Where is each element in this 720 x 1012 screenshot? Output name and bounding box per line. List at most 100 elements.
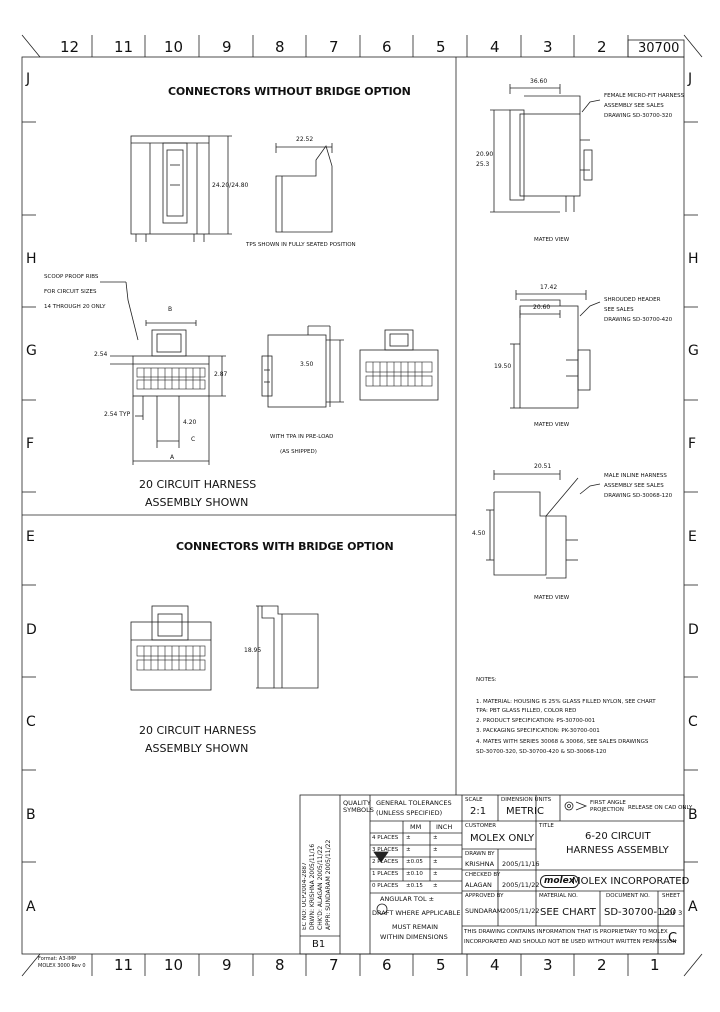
revision-history: EC NO: UCP2004-2887 DRWN: KRISHNA 2005/1… [302,800,336,932]
tol-row-0-label: 0 PLACES [372,883,399,889]
harness-caption-2a: 20 CIRCUIT HARNESS [139,724,257,737]
mated-view-label-3: MATED VIEW [534,595,570,601]
dim-20-51: 20.51 [534,463,552,470]
callout-1c: DRAWING SD-30700-320 [604,113,673,119]
material-no-value: SEE CHART [540,907,596,918]
zone-7-top: 7 [329,38,339,56]
row-E-right: E [688,529,697,545]
company-name: MOLEX INCORPORATED [572,876,690,887]
projection-symbol [564,801,588,811]
checked-date: 2005/11/22 [502,881,540,889]
row-G-right: G [688,343,699,359]
proprietary-2: INCORPORATED AND SHOULD NOT BE USED WITH… [464,939,677,945]
zone-4-bottom: 4 [490,956,500,974]
tol-mm: MM [410,823,422,831]
dim-36-60: 36.60 [530,78,548,85]
callout-2a: SHROUDED HEADER [604,297,661,303]
drawn-by-value: KRISHNA [465,860,495,868]
dim-4-20: 4.20 [183,419,197,426]
tol-row-1-inch: ± [433,871,438,877]
callout-2c: DRAWING SD-30700-420 [604,317,673,323]
dim-a: A [170,454,175,461]
document-no-value: SD-30700-120 [604,907,677,918]
dim-c: C [191,436,196,443]
sheet-value: 1 OF 3 [661,909,683,917]
dim-b: B [168,306,173,313]
rev-value: C [668,931,678,946]
row-E-left: E [26,529,35,545]
row-B-left: B [26,807,36,823]
corner-note-2: MOLEX 3000 Rev 0 [38,963,86,969]
section-title-without-bridge: CONNECTORS WITHOUT BRIDGE OPTION [168,85,411,98]
zone-5-top: 5 [436,38,446,56]
connector-front-view-1 [130,135,232,242]
dim-3-50: 3.50 [300,361,314,368]
note-1: 1. MATERIAL: HOUSING IS 25% GLASS FILLED… [476,699,656,705]
mated-view-label-2: MATED VIEW [534,422,570,428]
zone-12-top: 12 [60,38,80,56]
row-H-left: H [26,251,37,267]
callout-1b: ASSEMBLY SEE SALES [604,103,664,109]
label-preload-1: WITH TPA IN PRE-LOAD [270,434,334,440]
zone-3-top: 3 [543,38,553,56]
general-tolerances-1: GENERAL TOLERANCES [376,799,452,807]
general-tolerances-2: (UNLESS SPECIFIED) [376,809,443,817]
label-preload-2: (AS SHIPPED) [280,449,317,455]
dim-18-95: 18.95 [244,647,262,654]
callout-2b: SEE SALES [604,307,634,313]
tol-row-1-label: 1 PLACES [372,871,399,877]
zone-ticks-sides [22,121,698,863]
tol-row-2-label: 2 PLACES [372,859,399,865]
mated-view-3 [486,470,601,579]
title-line-2: HARNESS ASSEMBLY [566,845,669,856]
dim-2-87: 2.87 [214,371,228,378]
dim-2-54: 2.54 [94,351,108,358]
release-note: RELEASE ON CAD ONLY [628,805,693,811]
scale-value: 2:1 [470,806,487,817]
note-2: 2. PRODUCT SPECIFICATION: PS-30700-001 [476,718,596,724]
note-3: 3. PACKAGING SPECIFICATION: PK-30700-001 [476,728,600,734]
title-line-1: 6-20 CIRCUIT [585,831,651,842]
mated-view-2 [510,290,601,409]
zone-9-bottom: 9 [222,956,232,974]
harness-back-view [359,329,439,401]
zone-5-bottom: 5 [436,956,446,974]
dim-24-20: 24.20/24.80 [212,182,249,189]
units-value: METRIC [506,806,544,817]
dim-20-90: 20.90 [476,151,494,158]
customer-value: MOLEX ONLY [470,833,535,844]
harness-caption-2b: ASSEMBLY SHOWN [145,742,249,755]
mated-view-label-1: MATED VIEW [534,237,570,243]
revision-line-3: CHK'D: ALAGAN 2005/11/22 [317,845,324,930]
tol-row-3-mm: ± [406,847,411,853]
tol-inch: INCH [436,823,453,831]
zone-2-top: 2 [597,38,607,56]
row-F-left: F [26,436,35,452]
dim-20-60: 20.60 [533,304,551,311]
dim-17-42: 17.42 [540,284,558,291]
molex-logo: molex [540,875,579,888]
tol-row-4-mm: ± [406,835,411,841]
units-label: DIMENSION UNITS [501,797,552,803]
label-tps-seated: TPS SHOWN IN FULLY SEATED POSITION [246,242,356,248]
connector-side-view-1 [275,143,333,233]
dim-2-54-typ: 2.54 TYP [104,411,131,418]
quality-symbols [373,851,389,915]
section-title-with-bridge: CONNECTORS WITH BRIDGE OPTION [176,540,394,553]
quality-symbols-label: QUALITY SYMBOLS [343,799,374,814]
approved-by-label: APPROVED BY [465,893,504,899]
dim-4-50: 4.50 [472,530,486,537]
first-angle: FIRST ANGLE PROJECTION [590,800,626,813]
customer-label: CUSTOMER [465,823,497,829]
row-A-right: A [688,899,698,915]
zone-3-bottom: 3 [543,956,553,974]
row-B-right: B [688,807,698,823]
row-G-left: G [26,343,37,359]
zone-11-bottom: 11 [114,956,134,974]
row-J-left: J [26,71,31,87]
checked-by-value: ALAGAN [465,881,492,889]
revision-line-1: EC NO: UCP2004-2887 [302,862,308,930]
revision-line-4: APPR: SUNDARAM 2005/11/22 [325,839,332,930]
row-C-right: C [688,714,698,730]
